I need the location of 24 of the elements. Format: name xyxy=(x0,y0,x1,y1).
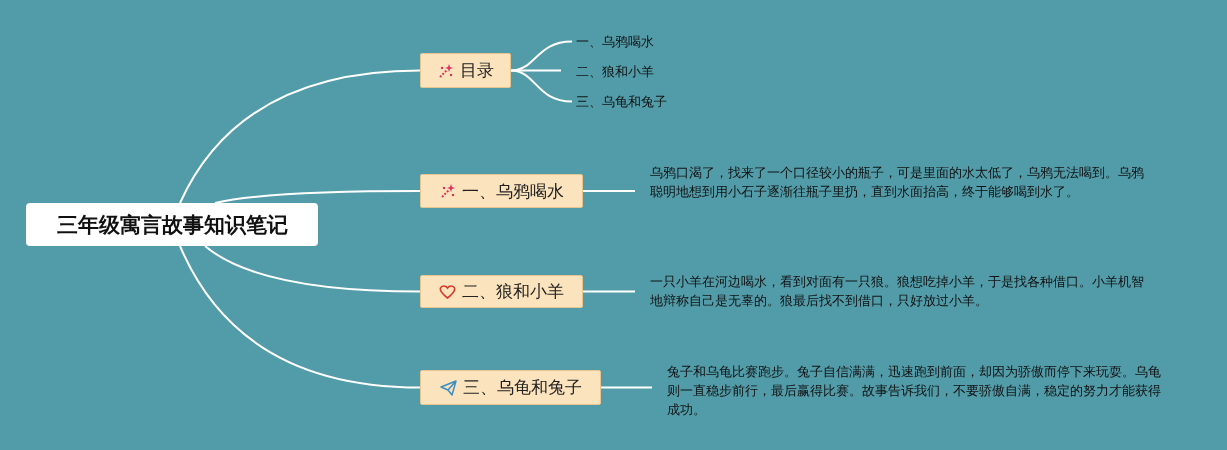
subtopic-text: 一、乌鸦喝水 xyxy=(576,32,686,51)
branch-line xyxy=(510,40,573,72)
topic-label: 目录 xyxy=(459,59,494,82)
branch-line xyxy=(179,69,421,204)
topic-label: 二、狼和小羊 xyxy=(462,280,564,303)
branch-line xyxy=(204,245,421,293)
topic-box xyxy=(420,370,601,405)
branch-line xyxy=(582,290,636,293)
branch-line xyxy=(179,245,421,389)
subtopic-text: 二、狼和小羊 xyxy=(576,62,686,81)
topic-label: 三、乌龟和兔子 xyxy=(462,376,582,399)
topic-box xyxy=(420,275,583,308)
central-topic: 三年级寓言故事知识笔记 xyxy=(26,203,318,246)
subtopic-text: 三、乌龟和兔子 xyxy=(576,92,696,111)
branch-line xyxy=(600,386,653,389)
topic-box xyxy=(420,174,583,208)
note-text: 兔子和乌龟比赛跑步。兔子自信满满，迅速跑到前面，却因为骄傲而停下来玩耍。乌龟则一直稳步前行，最后赢得比赛。故事告诉我们，不要骄傲自满，稳定的努力才能获得成功。 xyxy=(667,362,1162,419)
note-text: 乌鸦口渴了，找来了一个口径较小的瓶子，可是里面的水太低了，乌鸦无法喝到。乌鸦聪明地想到用小石子逐渐往瓶子里扔，直到水面抬高，终于能够喝到水了。 xyxy=(650,163,1145,220)
branch-line xyxy=(582,190,636,192)
topic-box xyxy=(420,53,511,88)
branch-line xyxy=(214,190,421,204)
branch-line xyxy=(510,69,573,103)
note-text: 一只小羊在河边喝水，看到对面有一只狼。狼想吃掉小羊，于是找各种借口。小羊机智地辩称自己是无辜的。狼最后找不到借口，只好放过小羊。 xyxy=(650,272,1145,310)
topic-label: 一、乌鸦喝水 xyxy=(461,179,564,203)
